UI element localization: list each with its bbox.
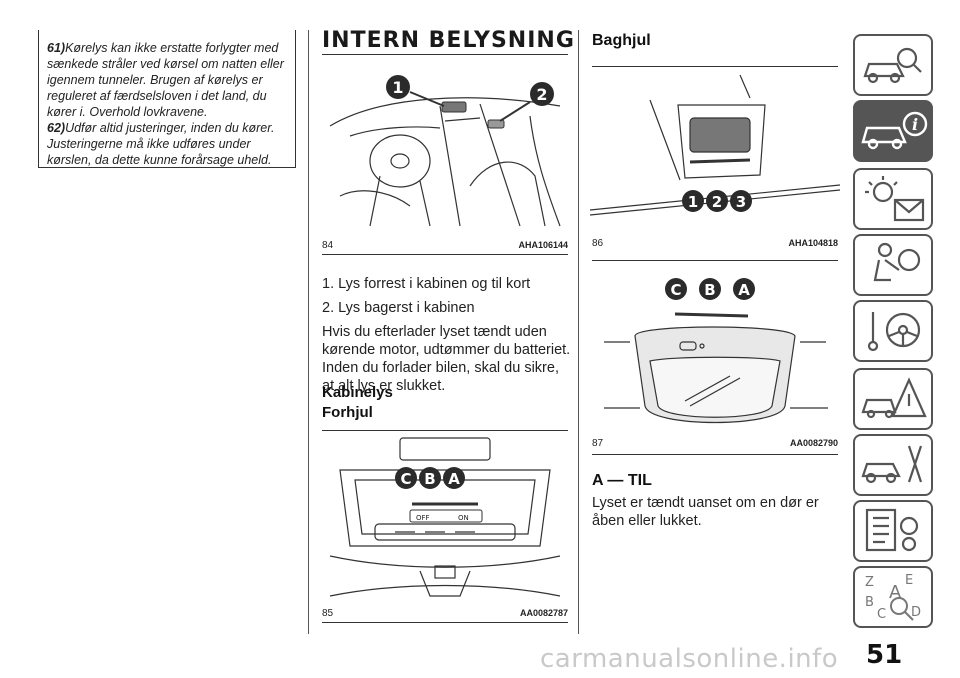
callout-2-icon <box>706 190 728 212</box>
figure-number: 86 <box>592 238 604 249</box>
callout-a-icon <box>733 278 755 300</box>
callout-label: A <box>738 281 750 299</box>
figure-number: 85 <box>322 608 334 619</box>
car-search-icon <box>863 47 922 84</box>
callout-b-icon <box>419 467 441 489</box>
tab-car-info[interactable]: i <box>853 100 933 162</box>
warning-text: Udfør altid justeringer, inden du kører.… <box>47 121 275 167</box>
callout-label: B <box>704 281 715 299</box>
figure-86-illustration: 1 2 3 <box>589 70 841 230</box>
specs-gear-icon <box>865 508 919 552</box>
tab-emergency[interactable] <box>853 368 933 430</box>
callout-label: C <box>400 470 411 488</box>
figure-code: AHA106144 <box>518 240 568 250</box>
warning-number: 62) <box>47 121 66 135</box>
tab-warning-lights[interactable] <box>853 168 933 230</box>
column-divider <box>308 30 309 634</box>
figure-code: AA0082790 <box>789 438 838 448</box>
paragraph: Lyset er tændt uanset om en dør er åben … <box>592 495 819 529</box>
figure-code: AHA104818 <box>788 238 838 248</box>
figure-rule <box>592 454 838 455</box>
figure-85-illustration: OFF ON C B A <box>320 436 570 604</box>
list-item: 1. Lys forrest i kabinen og til kort <box>322 276 531 292</box>
car-info-icon: i <box>861 111 928 150</box>
figure-85-caption: 85 AA0082787 <box>322 608 568 619</box>
figure-86-caption: 86 AHA104818 <box>592 238 838 249</box>
paragraph: Hvis du efterlader lyset tændt uden køre… <box>322 324 571 394</box>
tab-safety[interactable] <box>853 234 933 296</box>
figure-84-caption: 84 AHA106144 <box>322 240 568 251</box>
figure-rule <box>592 260 838 261</box>
subheading-forhjul: Forhjul <box>322 404 373 421</box>
tab-car-search[interactable] <box>853 34 933 96</box>
figure-rule <box>322 430 568 431</box>
svg-text:i: i <box>912 115 918 134</box>
car-tools-icon <box>861 445 923 484</box>
callout-1-icon <box>682 190 704 212</box>
callout-label: A <box>448 470 460 488</box>
warning-text: Kørelys kan ikke erstatte forlygter med … <box>47 41 284 119</box>
column-divider <box>578 30 579 634</box>
callout-1-icon <box>386 75 410 99</box>
index-letter: Z <box>865 575 874 590</box>
callout-label: B <box>424 470 435 488</box>
tab-technical-data[interactable] <box>853 500 933 562</box>
switch-off-label: OFF <box>416 514 430 522</box>
tab-maintenance[interactable] <box>853 434 933 496</box>
figure-rule <box>322 254 568 255</box>
figure-87-caption: 87 AA0082790 <box>592 438 838 449</box>
subheading-a-til: A — TIL <box>592 472 652 489</box>
callout-c-icon <box>395 467 417 489</box>
callout-label: 2 <box>536 85 547 104</box>
callout-label: 2 <box>712 193 722 211</box>
callout-3-icon <box>730 190 752 212</box>
callout-label: 1 <box>392 78 403 97</box>
subheading-baghjul: Baghjul <box>592 32 651 49</box>
callout-c-icon <box>665 278 687 300</box>
index-letter: E <box>905 573 913 588</box>
callout-2-icon <box>530 82 554 106</box>
switch-on-label: ON <box>458 514 469 522</box>
tab-index[interactable]: Z E A B C D <box>853 566 933 628</box>
section-body: 1. Lys forrest i kabinen og til kort 2. … <box>322 275 572 401</box>
warnings-box: 61)Kørelys kan ikke erstatte forlygter m… <box>38 30 296 168</box>
figure-number: 84 <box>322 240 334 251</box>
figure-number: 87 <box>592 438 604 449</box>
tab-starting-driving[interactable] <box>853 300 933 362</box>
index-letter: D <box>911 605 921 620</box>
page-number: 51 <box>866 640 903 670</box>
figure-87-illustration: C B A <box>590 266 840 432</box>
key-steering-wheel-icon <box>867 312 921 352</box>
watermark: carmanualsonline.info <box>540 644 839 674</box>
warning-number: 61) <box>47 41 66 55</box>
section-title: INTERN BELYSNING <box>322 28 575 53</box>
callout-label: C <box>670 281 681 299</box>
airbag-person-icon <box>873 242 921 282</box>
callout-label: 3 <box>736 193 746 211</box>
title-rule <box>322 54 568 55</box>
index-letter: B <box>865 595 874 610</box>
figure-code: AA0082787 <box>519 608 568 618</box>
callout-b-icon <box>699 278 721 300</box>
callout-a-icon <box>443 467 465 489</box>
warning-light-mail-icon <box>865 176 925 222</box>
figure-84-illustration: 1 2 <box>320 66 570 236</box>
callout-label: 1 <box>688 193 698 211</box>
subheading-kabinelys: Kabinelys <box>322 384 393 401</box>
breakdown-triangle-icon <box>861 377 927 419</box>
figure-rule <box>592 66 838 67</box>
index-letter: C <box>877 607 886 622</box>
figure-rule <box>322 622 568 623</box>
list-item: 2. Lys bagerst i kabinen <box>322 300 475 316</box>
alphabet-index-icon: Z E A B C D <box>865 573 921 622</box>
